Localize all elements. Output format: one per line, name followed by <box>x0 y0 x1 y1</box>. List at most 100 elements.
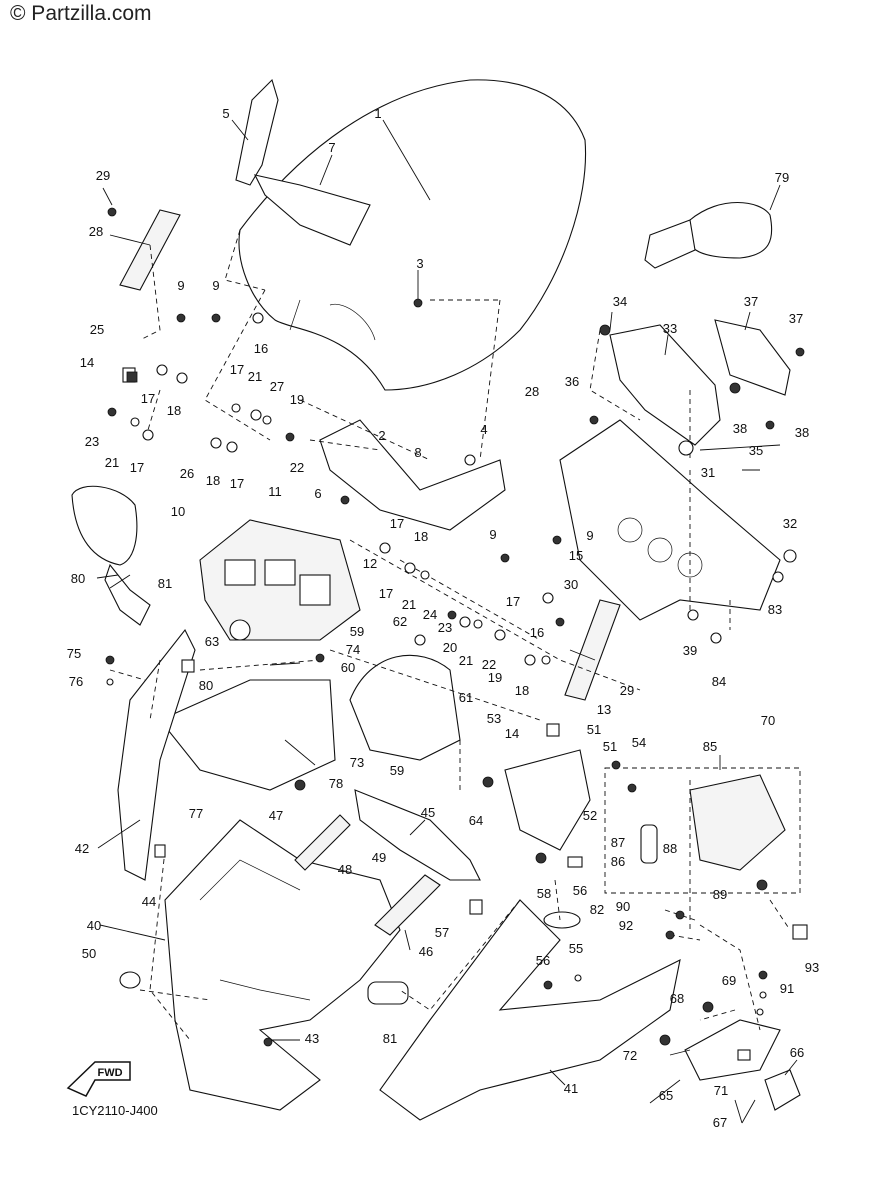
callout-3: 3 <box>416 256 423 271</box>
callout-33: 34 <box>613 294 627 309</box>
callout-53: 54 <box>632 735 646 750</box>
callout-37: 37 <box>789 311 803 326</box>
callout-18: 19 <box>488 670 502 685</box>
callout-50: 51 <box>587 722 601 737</box>
callout-23: 23 <box>85 434 99 449</box>
part-illustrations: FWD <box>66 78 801 1121</box>
callout-40: 41 <box>564 1081 578 1096</box>
callout-54: 55 <box>569 941 583 956</box>
callout-21: 21 <box>105 455 119 470</box>
callout-10: 10 <box>171 504 185 519</box>
fwd-arrow-icon: FWD <box>66 1061 131 1097</box>
plate-81 <box>543 911 581 929</box>
callout-9: 9 <box>212 278 219 293</box>
callout-92: 93 <box>805 960 819 975</box>
callout-51: 51 <box>603 739 617 754</box>
callout-9: 9 <box>586 528 593 543</box>
callout-13: 13 <box>597 702 611 717</box>
callout-70: 71 <box>714 1083 728 1098</box>
callout-63: 64 <box>469 813 483 828</box>
ecu <box>689 774 786 871</box>
callout-24: 25 <box>90 322 104 337</box>
callout-28: 29 <box>620 683 634 698</box>
callout-11: 11 <box>268 484 282 499</box>
callout-86: 87 <box>611 835 625 850</box>
callout-76: 77 <box>189 806 203 821</box>
callout-29: 30 <box>564 577 578 592</box>
callout-14: 14 <box>80 355 94 370</box>
inner-panel-right <box>504 749 591 851</box>
callout-83: 84 <box>712 674 726 689</box>
callout-12: 12 <box>363 556 377 571</box>
callout-8: 8 <box>414 445 421 460</box>
callout-21: 21 <box>248 369 262 384</box>
bracket-64 <box>684 1019 781 1081</box>
callout-7: 7 <box>328 140 335 155</box>
callout-17: 17 <box>506 594 520 609</box>
callout-17: 17 <box>230 476 244 491</box>
callout-20: 21 <box>459 653 473 668</box>
windshield <box>238 79 587 391</box>
callout-39: 40 <box>87 918 101 933</box>
upper-stay <box>235 78 279 186</box>
callout-labels: 1 2 3 4 5 6 7 8 9 9 9 9 10 11 12 13 14 1… <box>67 106 819 1130</box>
side-cowling-right <box>379 899 681 1121</box>
callout-56: 56 <box>573 883 587 898</box>
callout-59: 59 <box>350 624 364 639</box>
callout-46: 47 <box>269 808 283 823</box>
mirror-left <box>71 485 138 566</box>
watermark: © Partzilla.com <box>10 2 152 25</box>
callout-9: 9 <box>489 527 496 542</box>
ecu-group-box <box>604 767 801 894</box>
callout-56: 57 <box>435 925 449 940</box>
callout-42: 43 <box>305 1031 319 1046</box>
callout-75: 76 <box>69 674 83 689</box>
callout-19: 19 <box>290 392 304 407</box>
callout-78: 79 <box>775 170 789 185</box>
callout-68: 69 <box>722 973 736 988</box>
callout-49: 50 <box>82 946 96 961</box>
cap-49 <box>119 971 141 989</box>
callout-87: 88 <box>663 841 677 856</box>
callout-89: 90 <box>616 899 630 914</box>
callout-17: 17 <box>141 391 155 406</box>
callout-17: 17 <box>230 362 244 377</box>
lower-bracket <box>354 789 481 881</box>
callout-72: 73 <box>350 755 364 770</box>
callout-4: 4 <box>480 422 487 437</box>
callout-80: 81 <box>383 1031 397 1046</box>
grommet-80 <box>367 981 409 1005</box>
fwd-label: FWD <box>97 1067 122 1079</box>
callout-64: 65 <box>659 1088 673 1103</box>
callout-36: 37 <box>744 294 758 309</box>
callout-17: 18 <box>515 683 529 698</box>
center-stay <box>319 419 506 531</box>
side-cover-left <box>117 628 196 881</box>
rubber-strip-right <box>564 599 621 701</box>
leader-lines <box>96 119 798 1124</box>
callout-17: 17 <box>390 516 404 531</box>
callout-23: 24 <box>423 607 437 622</box>
callout-5: 5 <box>222 106 229 121</box>
callout-22: 22 <box>290 460 304 475</box>
callout-82: 83 <box>768 602 782 617</box>
bracket-65 <box>764 1069 801 1111</box>
rubber-strip-left <box>119 209 181 291</box>
inner-panel-left <box>349 654 461 761</box>
callout-58: 59 <box>390 763 404 778</box>
callout-57: 58 <box>537 886 551 901</box>
callout-55: 56 <box>536 953 550 968</box>
air-duct <box>609 324 721 446</box>
callout-44: 45 <box>421 805 435 820</box>
callout-16: 16 <box>254 341 268 356</box>
duct-strip-a <box>294 814 351 871</box>
callout-52: 53 <box>487 711 501 726</box>
callout-91: 92 <box>619 918 633 933</box>
callout-60: 61 <box>459 690 473 705</box>
callout-65: 66 <box>790 1045 804 1060</box>
callout-51: 52 <box>583 808 597 823</box>
callout-66: 67 <box>713 1115 727 1130</box>
callout-28: 28 <box>89 224 103 239</box>
callout-85: 86 <box>611 854 625 869</box>
